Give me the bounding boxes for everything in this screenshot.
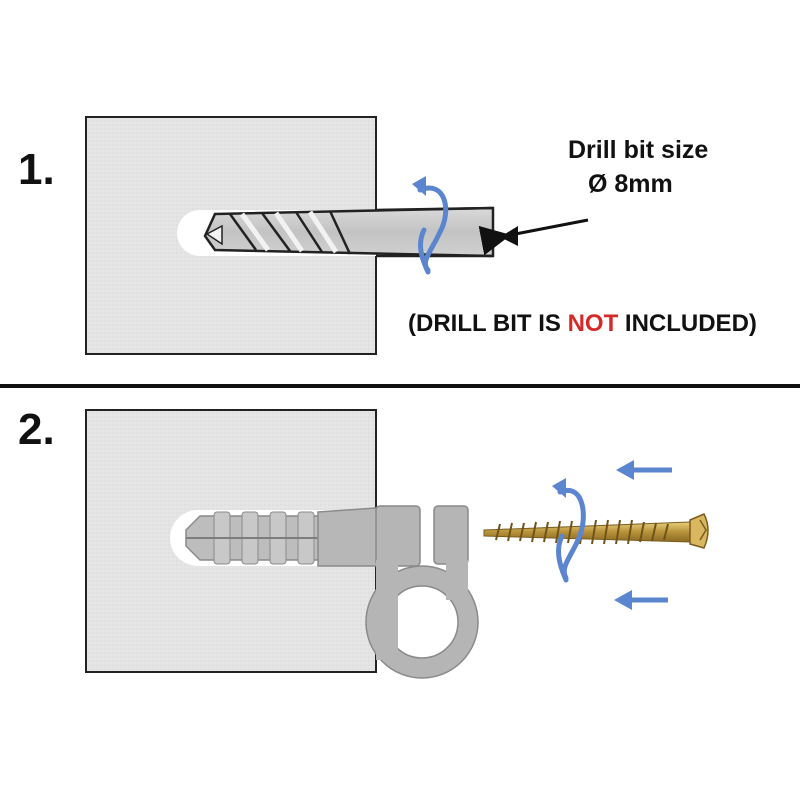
pointer-arrow-head-icon xyxy=(500,226,518,246)
screw-rotation-arrow-icon xyxy=(557,487,586,581)
step-2-scene xyxy=(85,409,709,679)
note-text-open: (DRILL BIT IS xyxy=(408,310,568,337)
drill-bit xyxy=(203,206,495,258)
not-included-note: (DRILL BIT IS NOT INCLUDED) xyxy=(408,310,757,338)
screw-rotation-arrow-head-icon xyxy=(552,478,566,498)
note-text-close: INCLUDED) xyxy=(618,310,757,337)
step-1-number: 1. xyxy=(18,145,55,194)
wood-screw xyxy=(483,513,709,549)
pipe-clip xyxy=(365,505,479,679)
drill-bit-diameter: Ø 8mm xyxy=(588,170,673,198)
pointer-arrow xyxy=(478,218,589,256)
rotation-arrow-head-icon xyxy=(412,176,426,196)
drill-bit-size-label: Drill bit size xyxy=(568,136,709,164)
note-emphasis: NOT xyxy=(567,310,619,337)
step-2-number: 2. xyxy=(18,405,55,454)
section-divider xyxy=(0,384,800,388)
step-1-scene xyxy=(85,116,589,355)
